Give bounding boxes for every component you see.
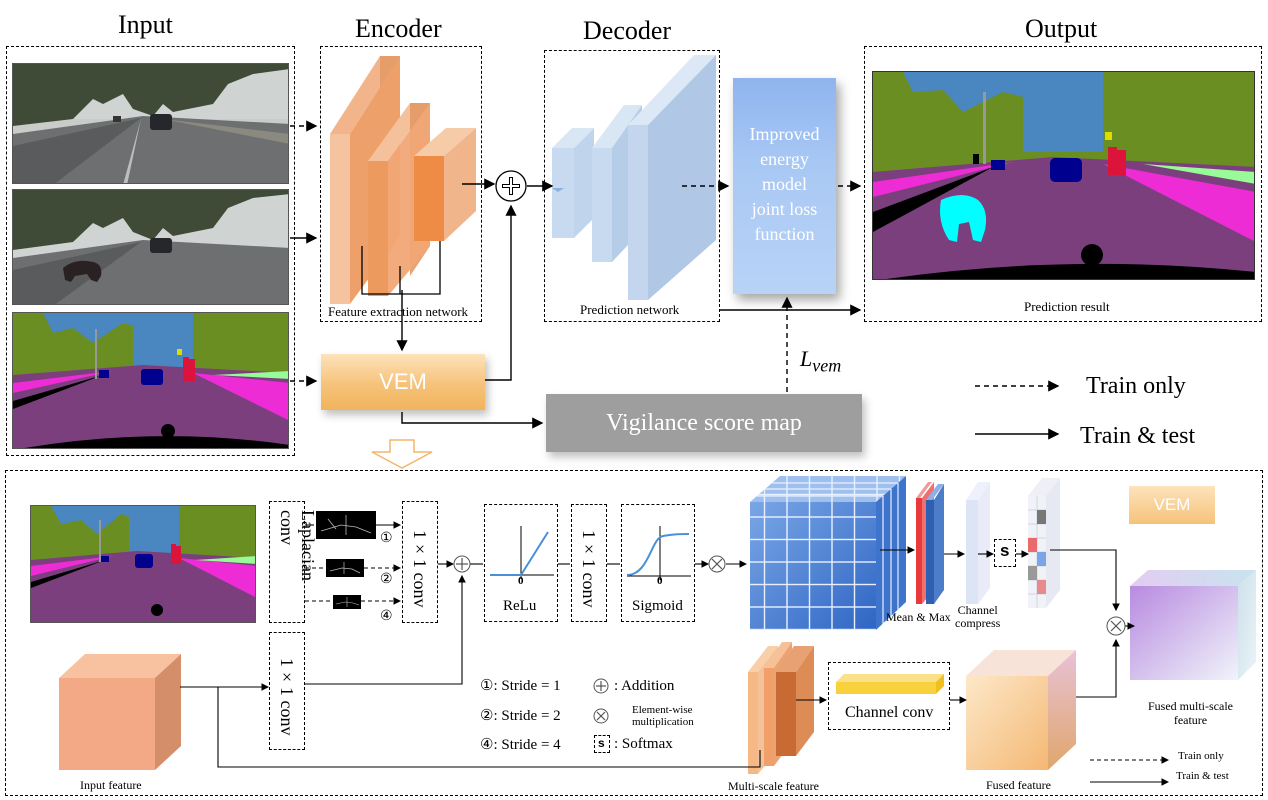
sigmoid-label: Sigmoid <box>632 598 683 614</box>
prediction-result-caption: Prediction result <box>1024 299 1110 314</box>
conv1x1-label-c: 1×1 conv <box>277 658 297 736</box>
encoder-title: Encoder <box>355 14 442 43</box>
vem-input-segmentation <box>30 505 256 623</box>
channel-compress-line-1: Channel <box>957 603 998 617</box>
output-box <box>864 46 1262 322</box>
key-stride-1-symbol: ① <box>480 678 494 694</box>
conv1x1-label-a: 1×1 conv <box>410 530 430 608</box>
laplacian-conv-box <box>269 501 305 623</box>
relu-zero: 0 <box>518 575 524 587</box>
key-stride-2: ②: Stride = 2 <box>480 706 561 725</box>
bottom-legend-train-only: Train only <box>1178 750 1224 762</box>
branch-marker-4: ④ <box>380 609 393 624</box>
energy-loss-box: Improved energy model joint loss functio… <box>733 78 836 294</box>
softmax-s: s <box>1000 541 1010 560</box>
key-stride-1: ①: Stride = 1 <box>480 676 561 695</box>
output-title: Output <box>1025 14 1098 43</box>
input-image-with-anomaly <box>12 189 289 305</box>
bottom-legend-train-test: Train & test <box>1176 770 1229 782</box>
laplacian-conv-label: Laplacian conv <box>277 510 318 581</box>
vem-detail-box <box>5 470 1263 796</box>
mean-max-label: Mean & Max <box>886 610 951 624</box>
loss-subscript: vem <box>812 355 842 376</box>
fused-multiscale-cube <box>1130 570 1256 680</box>
key-stride-4: ④: Stride = 4 <box>480 735 561 754</box>
input-image-original <box>12 63 289 184</box>
input-segmentation-map <box>12 312 289 449</box>
relu-label: ReLu <box>503 598 537 614</box>
sigmoid-curve <box>626 526 691 580</box>
loss-label: Lvem <box>800 346 841 376</box>
softmax-weight-slab <box>1028 478 1060 608</box>
key-stride-1-text: : Stride = 1 <box>493 678 561 694</box>
conv1x1-box-a <box>402 501 438 623</box>
softmax-key-box <box>594 735 610 753</box>
fused-feature-label: Fused feature <box>986 778 1051 792</box>
multiscale-feature-slabs <box>748 642 814 774</box>
relu-box <box>484 504 558 622</box>
conv1x1-box-b <box>571 504 607 622</box>
edge-map-stride-4 <box>333 595 361 609</box>
elementwise-line-2: multiplication <box>632 716 694 728</box>
edge-map-stride-1 <box>316 511 376 539</box>
fused-multiscale-line-2: feature <box>1173 713 1208 727</box>
channel-compress-label: Channel compress <box>955 604 1000 630</box>
key-stride-2-text: : Stride = 2 <box>493 708 561 724</box>
loss-symbol: L <box>800 346 813 371</box>
decoder-title: Decoder <box>583 16 672 45</box>
sigmoid-box <box>621 504 695 622</box>
energy-line-1: Improved <box>749 124 820 144</box>
prediction-network-caption: Prediction network <box>580 302 680 317</box>
vem-box: VEM <box>321 354 485 410</box>
input-feature-cube <box>59 654 181 770</box>
legend-train-test: Train & test <box>1080 423 1196 449</box>
input-title: Input <box>118 10 173 39</box>
channel-compress-slab <box>966 482 990 604</box>
mean-max-slabs <box>916 482 944 604</box>
ops-key-icons <box>593 678 609 724</box>
elementwise-line-1: Element-wise <box>632 704 693 716</box>
vigilance-score-map: Vigilance score map <box>546 394 862 452</box>
channel-conv-box <box>828 662 950 730</box>
branch-marker-1: ① <box>380 531 393 546</box>
softmax-box <box>994 539 1016 567</box>
energy-line-4: joint loss <box>751 199 818 219</box>
key-stride-4-symbol: ④ <box>480 737 494 753</box>
input-box <box>6 46 295 456</box>
conv1x1-label-b: 1×1 conv <box>579 530 599 608</box>
multiscale-feature-label: Multi-scale feature <box>728 779 819 793</box>
sigmoid-zero: 0 <box>657 575 663 587</box>
output-prediction-image <box>872 71 1255 280</box>
feature-extraction-caption: Feature extraction network <box>328 304 469 319</box>
fused-multiscale-line-1: Fused multi-scale <box>1148 699 1233 713</box>
input-feature-label: Input feature <box>80 778 142 792</box>
fused-multiscale-label: Fused multi-scale feature <box>1148 699 1233 727</box>
channel-conv-label: Channel conv <box>845 704 934 721</box>
energy-line-5: function <box>754 224 815 244</box>
energy-line-2: energy <box>760 149 809 169</box>
attention-cube-grid <box>750 476 906 630</box>
channel-compress-line-2: compress <box>955 616 1001 630</box>
softmax-key-label: : Softmax <box>614 736 673 752</box>
edge-map-stride-2 <box>326 559 364 577</box>
addition-key-label: : Addition <box>614 678 675 694</box>
fused-feature-cube <box>966 650 1076 770</box>
decoder-feature-blocks <box>552 55 716 300</box>
encoder-feature-blocks <box>330 56 476 304</box>
relu-curve <box>490 526 554 579</box>
branch-marker-2: ② <box>380 572 393 587</box>
key-stride-2-symbol: ② <box>480 708 494 724</box>
top-connectors <box>290 120 1060 469</box>
bottom-connectors <box>180 521 1170 786</box>
softmax-key-s: s <box>598 736 605 750</box>
conv1x1-box-c <box>269 632 305 750</box>
legend-train-only: Train only <box>1086 373 1186 399</box>
vem-tag: VEM <box>1129 486 1215 524</box>
elementwise-key-label: Element-wise multiplication <box>632 704 694 728</box>
energy-line-3: model <box>762 174 807 194</box>
key-stride-4-text: : Stride = 4 <box>493 737 561 753</box>
channel-conv-slab <box>836 674 944 694</box>
